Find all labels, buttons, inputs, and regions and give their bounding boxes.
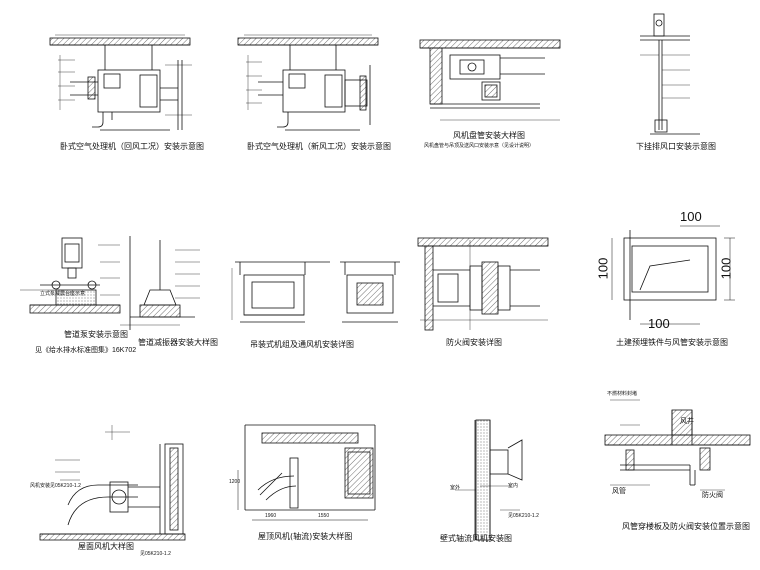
caption-shaft-section: 风管穿楼板及防火阀安装位置示意图 bbox=[622, 522, 750, 531]
caption-ahu-support: 吊装式机组及通风机安装详图 bbox=[250, 340, 354, 349]
caption-wall-fan: 壁式轴流风机安装图 bbox=[440, 534, 512, 543]
dim-roof-slab-2: 1550 bbox=[318, 513, 330, 519]
caption-wall-opening: 土建预埋铁件与风管安装示意图 bbox=[616, 338, 728, 347]
caption-fan-coil: 风机盘管安装大样图 bbox=[453, 131, 525, 140]
detail-hanger-vent bbox=[640, 13, 700, 135]
label-wall-fan-in: 室内 bbox=[508, 483, 519, 489]
spec-wall-fan: 见05K210-1.2 bbox=[508, 513, 539, 519]
caption-hanger-vent: 下挂排风口安装示意图 bbox=[636, 142, 716, 151]
detail-roof-fan bbox=[39, 425, 186, 541]
label-shaft: 风井 bbox=[680, 418, 694, 425]
detail-ahu-fresh-air bbox=[237, 34, 379, 131]
label-pump-base: 立式泵减震台座示意 bbox=[40, 291, 86, 297]
label-duct: 风管 bbox=[612, 488, 626, 495]
dim-wall-opening-left: 100 bbox=[595, 257, 611, 280]
caption-roof-fan: 屋面风机大样图 bbox=[78, 542, 134, 551]
dim-wall-opening-right: 100 bbox=[718, 257, 734, 280]
caption-ahu-return-air: 卧式空气处理机（回风工况）安装示意图 bbox=[60, 142, 204, 151]
detail-ahu-return-air bbox=[49, 34, 192, 131]
label-shaft-top: 不燃材料封堵 bbox=[607, 391, 638, 397]
detail-roof-slab bbox=[237, 424, 376, 521]
spec-pump-base: 见《给水排水标准图集》16K702 bbox=[35, 347, 137, 354]
caption-ahu-fresh-air: 卧式空气处理机（新风工况）安装示意图 bbox=[247, 142, 391, 151]
caption-roof-slab: 屋顶风机(轴流)安装大样图 bbox=[258, 532, 353, 541]
detail-pump-base bbox=[20, 237, 121, 314]
detail-damper-support bbox=[120, 236, 200, 330]
label-wall-fan-out: 室外 bbox=[450, 485, 461, 491]
ref-roof-fan: 见05K210-1.2 bbox=[140, 551, 171, 557]
caption-pump-base: 管道泵安装示意图 bbox=[64, 330, 128, 339]
detail-wall-fan bbox=[455, 419, 523, 541]
detail-ahu-support bbox=[231, 261, 400, 323]
label-valve: 防火阀 bbox=[702, 492, 723, 499]
detail-fire-room bbox=[417, 237, 549, 331]
dim-wall-opening-top: 100 bbox=[680, 209, 702, 224]
spec-roof-fan: 风机安装见05K210-1.2 bbox=[30, 483, 81, 489]
note-fan-coil: 风机盘管与吊顶及送风口安装示意（见设计说明） bbox=[424, 143, 535, 149]
caption-fire-room: 防火阀安装详图 bbox=[446, 338, 502, 347]
detail-shaft-section bbox=[604, 399, 751, 491]
caption-damper-support: 管道减振器安装大样图 bbox=[138, 338, 218, 347]
dim-roof-slab-3: 1200 bbox=[229, 479, 241, 485]
dim-roof-slab-1: 1960 bbox=[265, 513, 277, 519]
detail-wall-opening bbox=[611, 225, 735, 325]
dim-wall-opening-bottom: 100 bbox=[648, 316, 670, 331]
detail-fan-coil bbox=[419, 39, 561, 121]
